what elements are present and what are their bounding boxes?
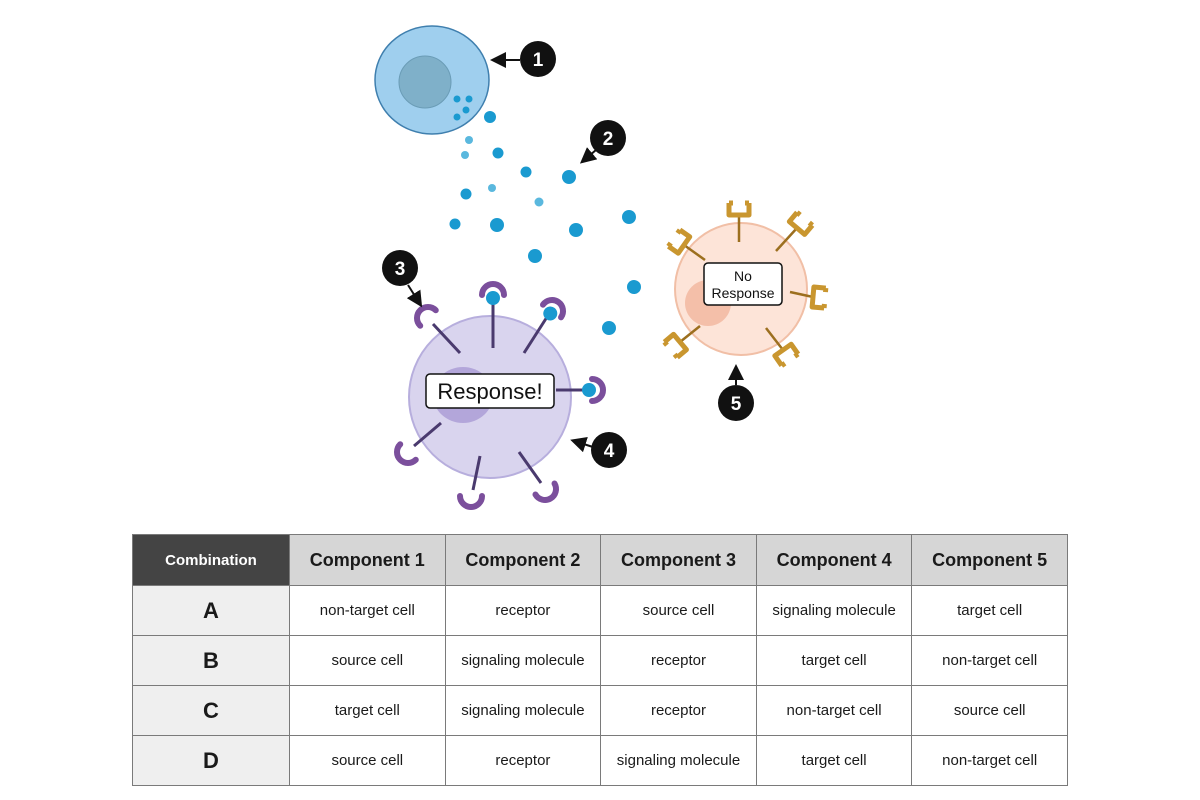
row-label: B [132, 635, 290, 686]
signaling-molecules [449, 111, 641, 335]
marker-2-number: 2 [603, 129, 614, 150]
header-component-2: Component 2 [444, 534, 602, 586]
marker-1-number: 1 [533, 50, 544, 71]
table-row: A non-target cell receptor source cell s… [132, 585, 1068, 636]
header-component-1: Component 1 [289, 534, 446, 586]
table-cell: receptor [444, 735, 602, 786]
table-cell: signaling molecule [444, 635, 602, 686]
table-cell: target cell [911, 585, 1068, 636]
receptor-gold [662, 325, 701, 360]
bound-molecule [582, 383, 596, 397]
signaling-molecule [488, 184, 496, 192]
table-row: D source cell receptor signaling molecul… [132, 735, 1068, 786]
marker-5-number: 5 [731, 394, 742, 415]
response-label-box [425, 373, 555, 409]
table-cell: non-target cell [289, 585, 446, 636]
receptor-purple [394, 421, 442, 466]
combination-table: Combination Component 1 Component 2 Comp… [132, 534, 1068, 786]
header-component-5: Component 5 [911, 534, 1068, 586]
marker-5: 5 [718, 364, 754, 421]
signaling-molecule [492, 147, 504, 159]
signaling-molecule [627, 280, 641, 294]
table-cell: signaling molecule [600, 735, 757, 786]
marker-1: 1 [490, 41, 556, 77]
receptor-purple [479, 281, 507, 348]
receptor-gold [765, 327, 801, 368]
signaling-molecule [520, 166, 532, 178]
table-cell: non-target cell [755, 685, 913, 736]
source-cell-nucleus [398, 55, 452, 109]
marker-2: 2 [579, 120, 626, 164]
table-cell: signaling molecule [444, 685, 602, 736]
row-label: A [132, 585, 290, 636]
table-cell: non-target cell [911, 735, 1068, 786]
source-cell [374, 25, 490, 135]
signaling-molecule [484, 111, 496, 123]
signaling-molecule [534, 197, 544, 207]
table-cell: receptor [444, 585, 602, 636]
marker-4-number: 4 [604, 441, 615, 462]
row-label: C [132, 685, 290, 736]
receptor-purple [517, 451, 559, 503]
table-cell: receptor [600, 635, 757, 686]
table-cell: non-target cell [911, 635, 1068, 686]
table-header-row: Combination Component 1 Component 2 Comp… [132, 534, 1068, 586]
no-response-label-line1: No [734, 268, 752, 284]
bound-molecule [486, 291, 500, 305]
marker-4: 4 [570, 432, 627, 468]
header-component-3: Component 3 [600, 534, 757, 586]
receptor-gold [726, 200, 752, 242]
receptor-purple [457, 455, 485, 510]
table-cell: signaling molecule [755, 585, 913, 636]
table-cell: source cell [600, 585, 757, 636]
table-cell: target cell [755, 735, 913, 786]
signaling-molecule [622, 210, 636, 224]
signaling-molecule [528, 249, 542, 263]
header-combination: Combination [132, 534, 290, 586]
table-cell: source cell [911, 685, 1068, 736]
response-label: Response! [437, 379, 542, 404]
signaling-molecule [569, 223, 583, 237]
signaling-molecule [461, 151, 469, 159]
table-cell: source cell [289, 635, 446, 686]
cell-signaling-diagram: Response! No Response 1 2 3 4 5 [374, 25, 829, 510]
receptor-gold [789, 284, 829, 311]
signaling-molecule [562, 170, 576, 184]
receptor-gold [666, 227, 706, 262]
target-cell: Response! [394, 281, 606, 510]
non-target-cell: No Response [662, 200, 829, 368]
table-cell: receptor [600, 685, 757, 736]
table-row: C target cell signaling molecule recepto… [132, 685, 1068, 736]
signaling-molecule [490, 218, 504, 232]
signaling-molecule [449, 218, 461, 230]
receptor-purple [414, 304, 462, 355]
table-cell: source cell [289, 735, 446, 786]
table-cell: target cell [289, 685, 446, 736]
no-response-label-box [703, 262, 783, 306]
bound-molecule [543, 306, 558, 321]
signaling-molecule [460, 188, 472, 200]
marker-3-number: 3 [395, 259, 406, 280]
table-cell: target cell [755, 635, 913, 686]
table-row: B source cell signaling molecule recepto… [132, 635, 1068, 686]
marker-3: 3 [382, 250, 423, 308]
no-response-label-line2: Response [711, 285, 774, 301]
signaling-molecule [602, 321, 616, 335]
row-label: D [132, 735, 290, 786]
receptor-purple [522, 297, 566, 354]
receptor-gold [775, 210, 815, 252]
signaling-molecule [465, 136, 473, 144]
header-component-4: Component 4 [755, 534, 913, 586]
receptor-purple [556, 376, 606, 404]
